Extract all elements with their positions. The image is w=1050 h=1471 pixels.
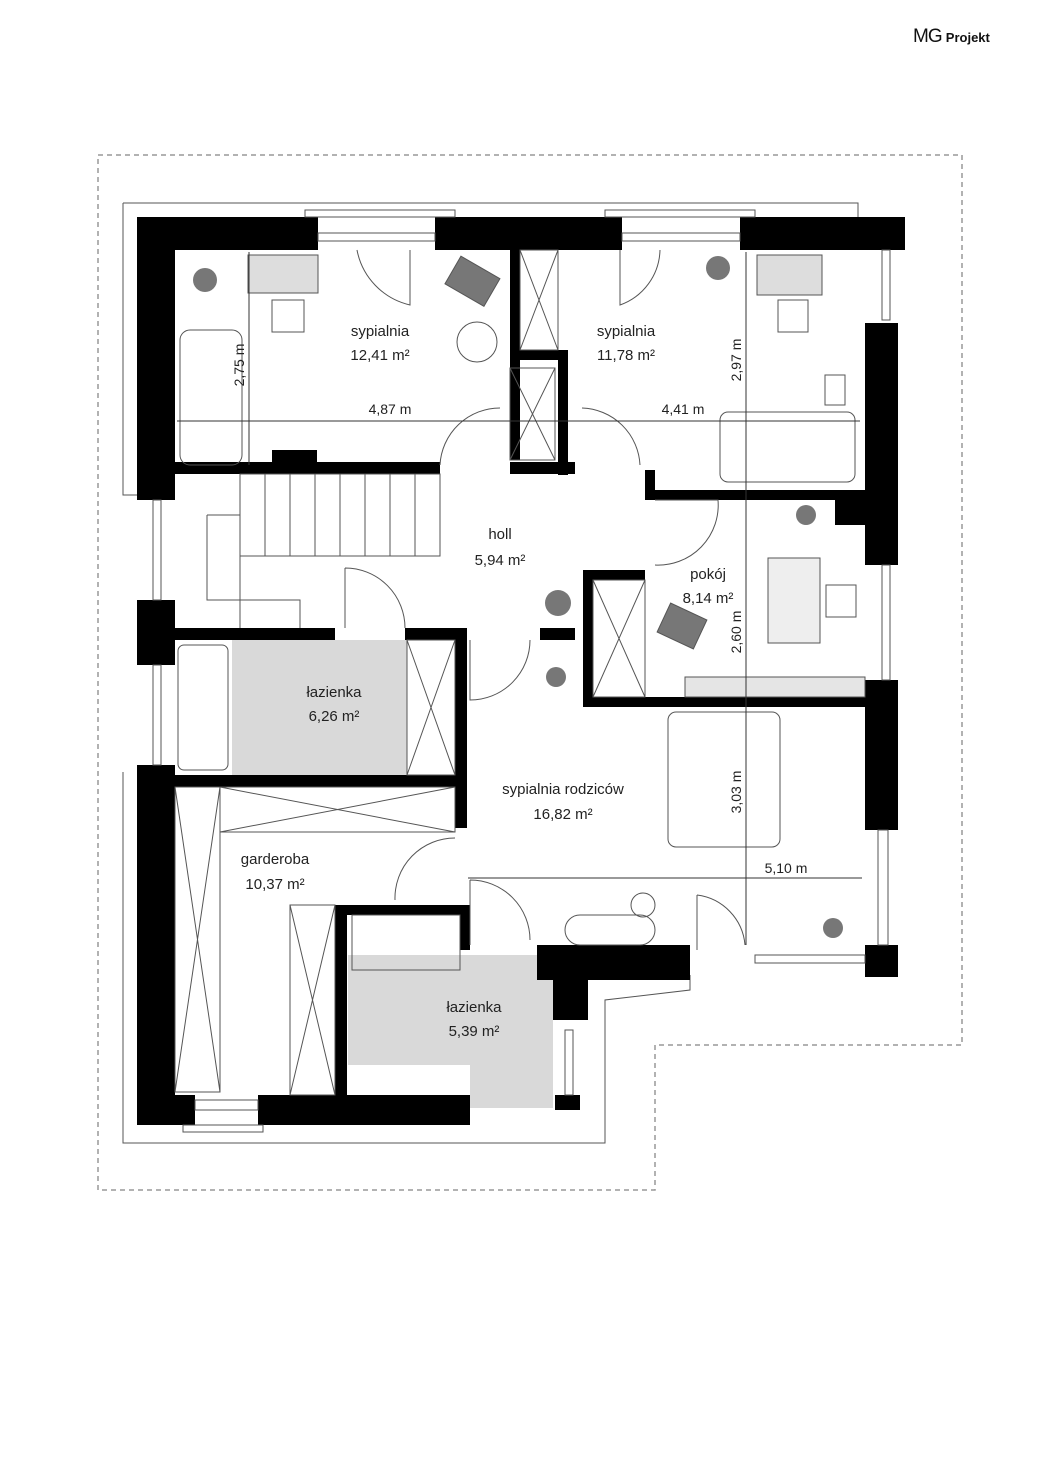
plant-icons xyxy=(193,256,843,938)
room-area: 8,14 m² xyxy=(683,590,734,607)
dimension-label: 5,10 m xyxy=(765,860,808,876)
mg-projekt-logo: MG Projekt xyxy=(913,26,990,48)
furniture xyxy=(177,254,866,971)
room-name: sypialnia xyxy=(597,323,656,340)
room-area: 11,78 m² xyxy=(597,347,655,364)
room-name: sypialnia xyxy=(351,323,410,340)
room-area: 5,39 m² xyxy=(449,1023,500,1040)
logo-suffix: Projekt xyxy=(945,30,990,45)
bathroom-floor-2 xyxy=(348,955,553,1065)
room-name: łazienka xyxy=(446,999,502,1016)
room-area: 10,37 m² xyxy=(245,876,304,893)
doors xyxy=(344,249,746,950)
dimension-label: 2,60 m xyxy=(728,611,744,654)
wardrobes xyxy=(174,249,646,1096)
dimension-label: 4,41 m xyxy=(662,401,705,417)
room-name: holl xyxy=(488,526,511,543)
windows xyxy=(152,209,891,1133)
room-area: 6,26 m² xyxy=(309,708,360,725)
dimension-label: 2,75 m xyxy=(231,344,247,387)
room-name: łazienka xyxy=(306,684,362,701)
room-area: 5,94 m² xyxy=(475,552,526,569)
room-name: sypialnia rodziców xyxy=(502,781,624,798)
room-area: 12,41 m² xyxy=(350,347,409,364)
roof-outline xyxy=(97,154,963,1191)
room-name: pokój xyxy=(690,566,726,583)
logo-brand: MG xyxy=(913,26,943,47)
room-area: 16,82 m² xyxy=(533,806,592,823)
bathroom-floor-1 xyxy=(232,640,407,775)
dimension-label: 4,87 m xyxy=(369,401,412,417)
eaves-outline xyxy=(122,202,859,1144)
dimension-lines xyxy=(177,252,862,945)
walls xyxy=(137,217,905,1125)
dimension-label: 2,97 m xyxy=(728,339,744,382)
bathroom-floor-2b xyxy=(470,1060,553,1108)
staircase xyxy=(206,473,441,628)
room-name: garderoba xyxy=(241,851,310,868)
dimension-label: 3,03 m xyxy=(728,771,744,814)
